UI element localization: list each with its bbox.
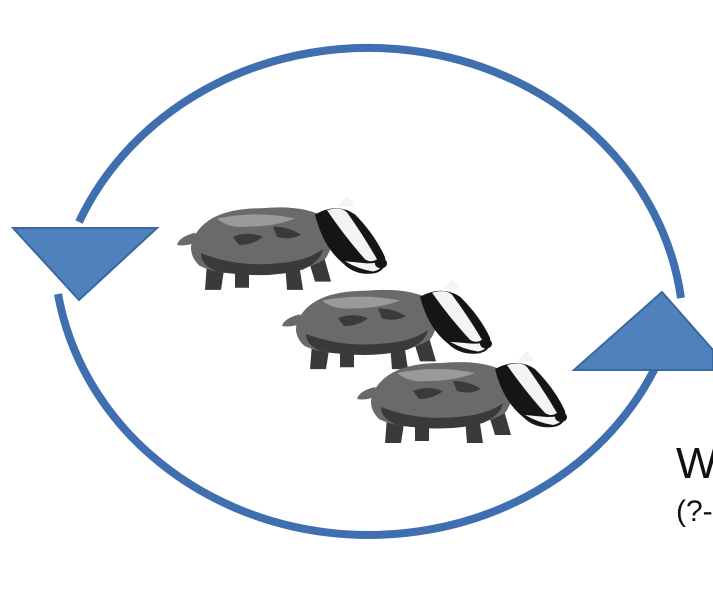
cycle-label-sub: (?- — [676, 494, 713, 530]
arrowhead-up-icon — [574, 292, 713, 370]
badger-icon — [282, 279, 492, 369]
cycle-label-main: W — [676, 438, 713, 490]
badger-icon — [357, 351, 567, 443]
badger-icon — [177, 196, 387, 290]
badger-group — [177, 196, 567, 443]
arrowhead-down-icon — [13, 228, 157, 300]
